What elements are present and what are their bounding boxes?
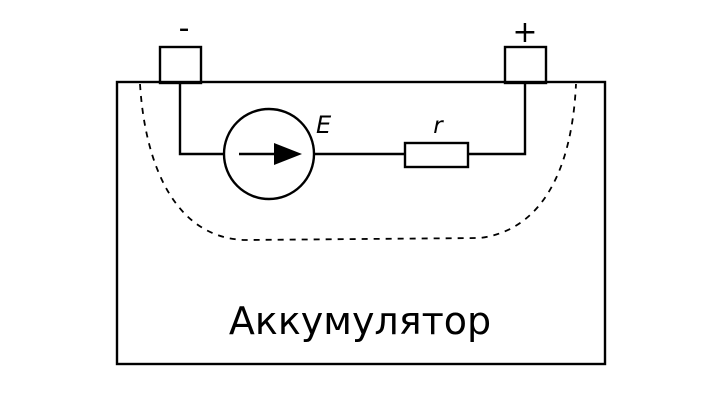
internal-region-boundary — [139, 83, 577, 241]
resistor-label: r — [433, 113, 444, 139]
positive-terminal — [503, 45, 548, 85]
internal-resistor — [403, 141, 470, 169]
negative-terminal — [158, 45, 203, 85]
emf-source-circle — [222, 107, 316, 201]
positive-terminal-label: + — [512, 15, 537, 50]
circuit-wire-right — [468, 83, 527, 156]
battery-title: Аккумулятор — [229, 299, 491, 343]
emf-label: E — [316, 111, 332, 139]
circuit-wire-left — [178, 83, 224, 156]
emf-direction-arrow-head — [274, 143, 302, 165]
battery-body — [115, 80, 607, 366]
negative-terminal-label: - — [179, 11, 190, 46]
